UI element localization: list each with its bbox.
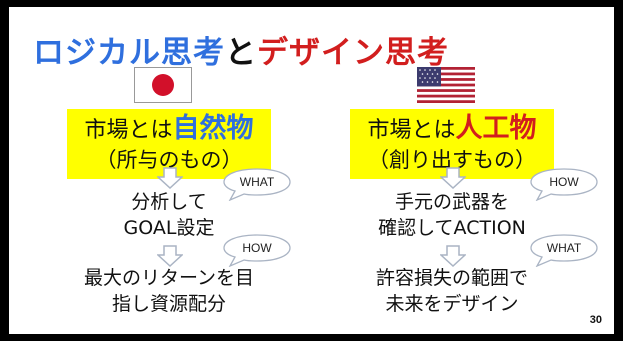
- right-heading-prefix: 市場とは: [367, 118, 456, 143]
- page-number: 30: [589, 314, 602, 326]
- usa-flag-icon: [417, 67, 475, 103]
- down-arrow-icon: [156, 167, 184, 193]
- down-arrow-icon: [156, 245, 184, 271]
- bubble-label-what: WHAT: [239, 175, 275, 189]
- left-step-2: 最大のリターンを目 指し資源配分: [49, 265, 289, 317]
- right-step-1-line-2: 確認してACTION: [378, 217, 526, 239]
- title-logical: ロジカル思考: [33, 35, 225, 71]
- right-step-1: 手元の武器を 確認してACTION: [342, 189, 562, 241]
- left-step-2-line-2: 指し資源配分: [111, 293, 226, 315]
- down-arrow-icon: [439, 245, 467, 271]
- left-heading-prefix: 市場とは: [84, 118, 173, 143]
- left-heading: 市場とは自然物: [67, 109, 271, 146]
- right-heading-emph: 人工物: [455, 113, 537, 144]
- speech-bubble: WHAT: [222, 167, 292, 201]
- right-step-2: 許容損失の範囲で 未来をデザイン: [342, 265, 562, 317]
- left-step-1: 分析して GOAL設定: [69, 189, 269, 241]
- right-heading: 市場とは人工物: [350, 109, 554, 146]
- left-step-1-line-2: GOAL設定: [123, 217, 215, 239]
- title-and: と: [225, 35, 257, 71]
- right-step-2-line-1: 許容損失の範囲で: [375, 267, 528, 289]
- japan-flag-icon: [134, 67, 192, 103]
- speech-bubble: WHAT: [529, 233, 599, 267]
- slide-title: ロジカル思考とデザイン思考: [33, 27, 449, 72]
- down-arrow-icon: [439, 167, 467, 193]
- bubble-label-how: HOW: [242, 241, 272, 255]
- slide: ロジカル思考とデザイン思考: [9, 7, 614, 334]
- left-step-1-line-1: 分析して: [131, 191, 207, 213]
- right-step-2-line-2: 未来をデザイン: [385, 293, 519, 315]
- title-design: デザイン思考: [257, 35, 449, 71]
- speech-bubble: HOW: [222, 233, 292, 267]
- right-step-1-line-1: 手元の武器を: [394, 191, 509, 213]
- speech-bubble: HOW: [529, 167, 599, 201]
- left-heading-box: 市場とは自然物 （所与のもの）: [67, 109, 271, 179]
- bubble-label-what: WHAT: [546, 241, 582, 255]
- bubble-label-how: HOW: [549, 175, 579, 189]
- left-heading-emph: 自然物: [172, 113, 254, 144]
- left-step-2-line-1: 最大のリターンを目: [83, 267, 255, 289]
